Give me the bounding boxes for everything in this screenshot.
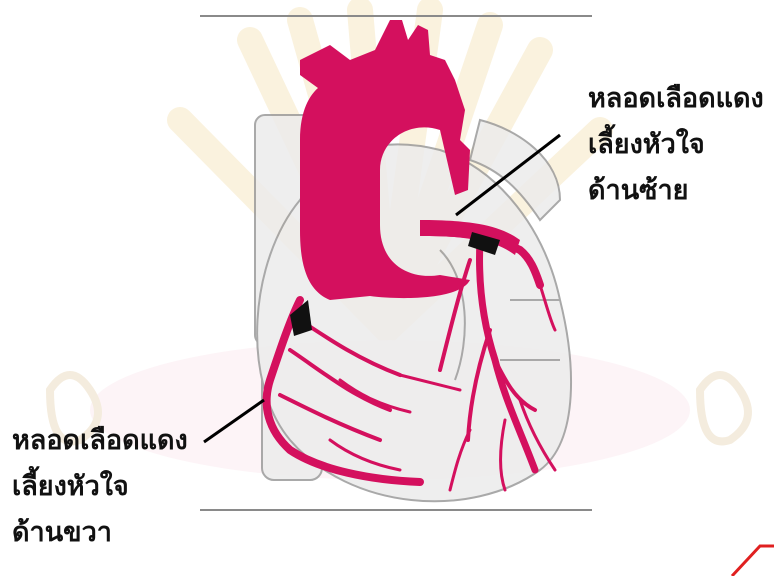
left-coronary-label-line-3: ด้านซ้าย [588, 168, 764, 214]
left-coronary-label-line-1: หลอดเลือดแดง [588, 76, 764, 122]
right-coronary-label-line-1: หลอดเลือดแดง [12, 418, 188, 464]
right-coronary-label: หลอดเลือดแดง เลี้ยงหัวใจ ด้านขวา [12, 418, 188, 556]
left-coronary-label: หลอดเลือดแดง เลี้ยงหัวใจ ด้านซ้าย [588, 76, 764, 214]
right-coronary-label-line-2: เลี้ยงหัวใจ [12, 464, 188, 510]
corner-mark [732, 546, 774, 576]
right-coronary-label-line-3: ด้านขวา [12, 510, 188, 556]
left-coronary-label-line-2: เลี้ยงหัวใจ [588, 122, 764, 168]
